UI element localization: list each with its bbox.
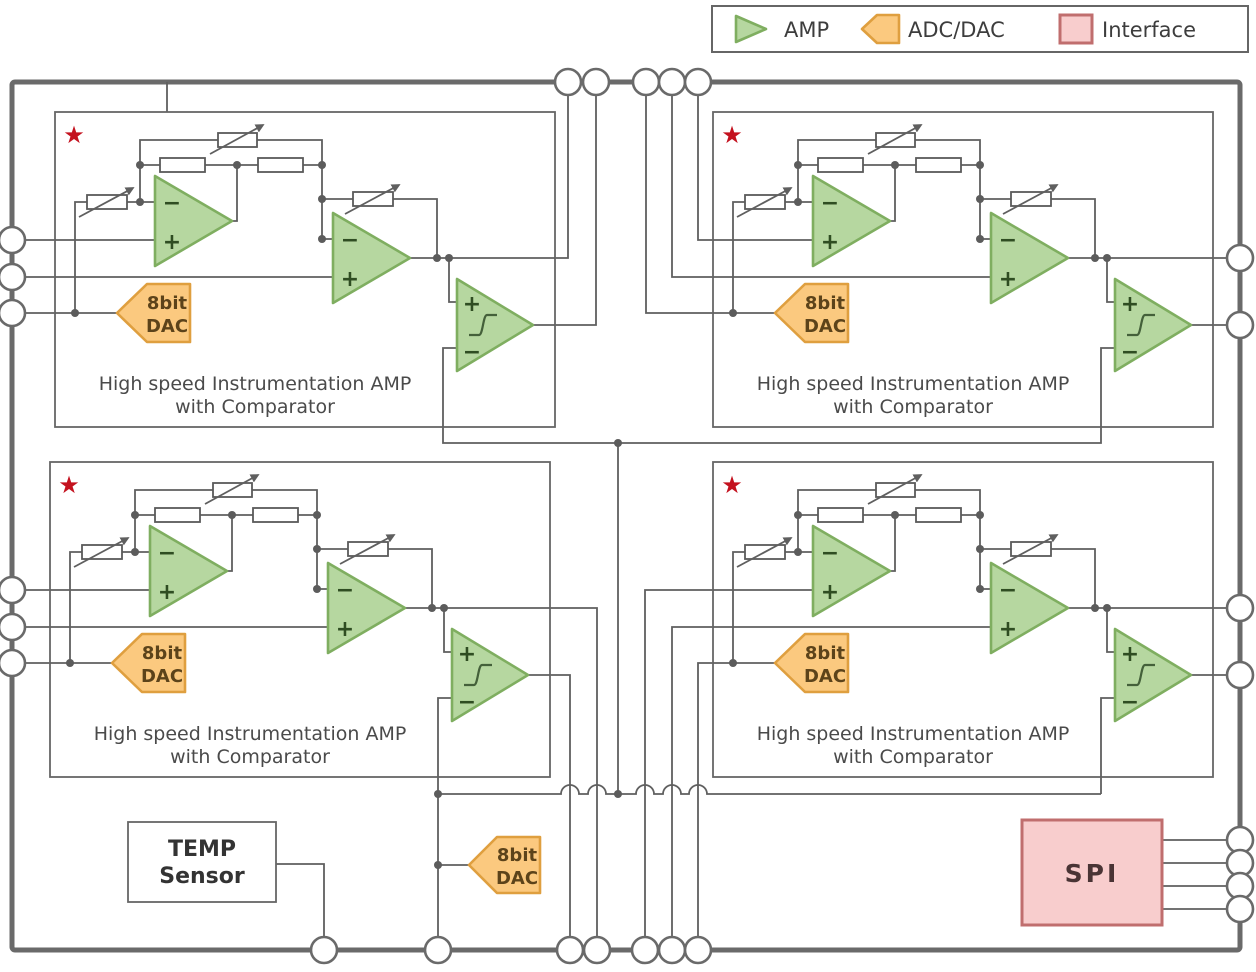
- pin: [0, 648, 27, 678]
- dac-pentagon: [467, 835, 542, 895]
- pin: [0, 298, 27, 328]
- pin: [683, 67, 713, 97]
- temp-sensor-block: TEMP Sensor: [127, 821, 277, 903]
- pin: [1225, 894, 1255, 924]
- temp-sensor-label-line1: TEMP: [168, 837, 236, 862]
- amp-block-bottom-right: [713, 462, 1213, 777]
- legend-amp-triangle-icon: [734, 14, 768, 44]
- pin: [423, 935, 453, 965]
- bottom-dac: 8bit DAC: [467, 835, 542, 895]
- pin: [657, 67, 687, 97]
- temp-sensor-outline: [127, 821, 277, 903]
- dac-label-line1: 8bit: [497, 845, 538, 866]
- legend-amp-label: AMP: [784, 18, 829, 42]
- amp-block-top-right: [713, 112, 1213, 427]
- amp-block-top-left: [55, 112, 555, 427]
- pin: [0, 575, 27, 605]
- pin: [553, 67, 583, 97]
- pin: [1225, 243, 1255, 273]
- pin: [683, 935, 713, 965]
- pin: [631, 67, 661, 97]
- legend-box: [711, 5, 1249, 53]
- spi-block: SPI: [1020, 818, 1164, 927]
- pin: [555, 935, 585, 965]
- amp-block-bottom-left: [50, 462, 550, 777]
- legend-adcdac-label: ADC/DAC: [908, 18, 1005, 42]
- pin: [582, 935, 612, 965]
- chip-pins: [0, 67, 1255, 965]
- interconnect-wires: [12, 82, 1240, 950]
- pin: [630, 935, 660, 965]
- pin: [1225, 593, 1255, 623]
- pin: [0, 262, 27, 292]
- pin: [1225, 660, 1255, 690]
- pin: [1225, 310, 1255, 340]
- dac-label-line2: DAC: [496, 868, 538, 889]
- legend-dac-pentagon-icon: [860, 13, 901, 45]
- legend-interface-square-icon: [1058, 13, 1094, 45]
- legend: AMP ADC/DAC Interface: [711, 5, 1249, 53]
- pin: [309, 935, 339, 965]
- pin: [0, 225, 27, 255]
- temp-sensor-label-line2: Sensor: [159, 864, 245, 889]
- pin: [657, 935, 687, 965]
- spi-outline: [1020, 818, 1164, 927]
- pin: [581, 67, 611, 97]
- chip-boundary: [9, 79, 1243, 953]
- pin: [0, 612, 27, 642]
- legend-interface-label: Interface: [1102, 18, 1196, 42]
- spi-label: SPI: [1065, 859, 1120, 888]
